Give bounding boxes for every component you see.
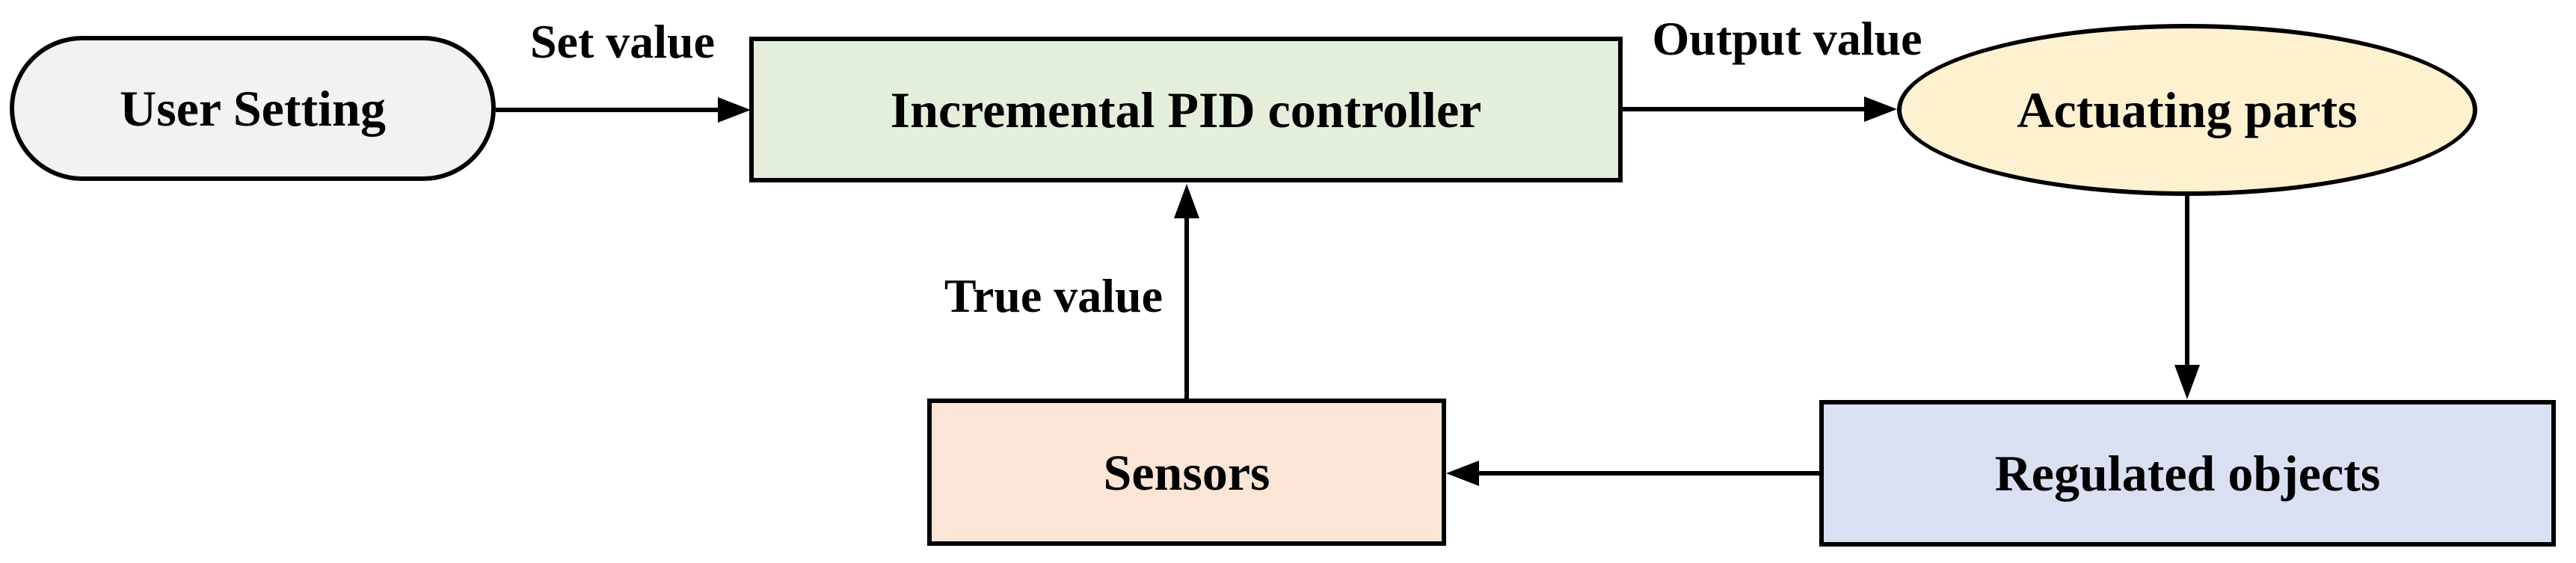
node-user-setting: User Setting [10,36,496,181]
node-incremental-pid-controller-label: Incremental PID controller [890,81,1482,138]
edge-label-set-value: Set value [529,15,716,68]
node-actuating-parts: Actuating parts [1897,24,2477,196]
node-actuating-parts-label: Actuating parts [2017,81,2358,138]
edge-output-value-line [1623,107,1866,111]
arrowhead-right-icon [718,97,751,123]
node-regulated-objects-label: Regulated objects [1994,445,2381,502]
edge-regulated-to-sensors-line [1479,471,1819,476]
node-sensors-label: Sensors [1103,443,1270,501]
edge-true-value-line [1184,217,1189,399]
arrowhead-up-icon [1174,184,1199,218]
edge-label-true-value: True value [944,269,1163,322]
edge-set-value-line [496,108,719,112]
node-user-setting-label: User Setting [120,80,386,137]
node-sensors: Sensors [927,399,1446,546]
node-incremental-pid-controller: Incremental PID controller [749,37,1623,182]
arrowhead-left-icon [1446,461,1479,486]
edge-actuating-to-regulated-line [2185,196,2189,366]
edge-label-output-value: Output value [1652,12,1922,65]
node-regulated-objects: Regulated objects [1819,400,2556,547]
arrowhead-down-icon [2174,365,2200,399]
arrowhead-right-icon [1864,96,1897,122]
